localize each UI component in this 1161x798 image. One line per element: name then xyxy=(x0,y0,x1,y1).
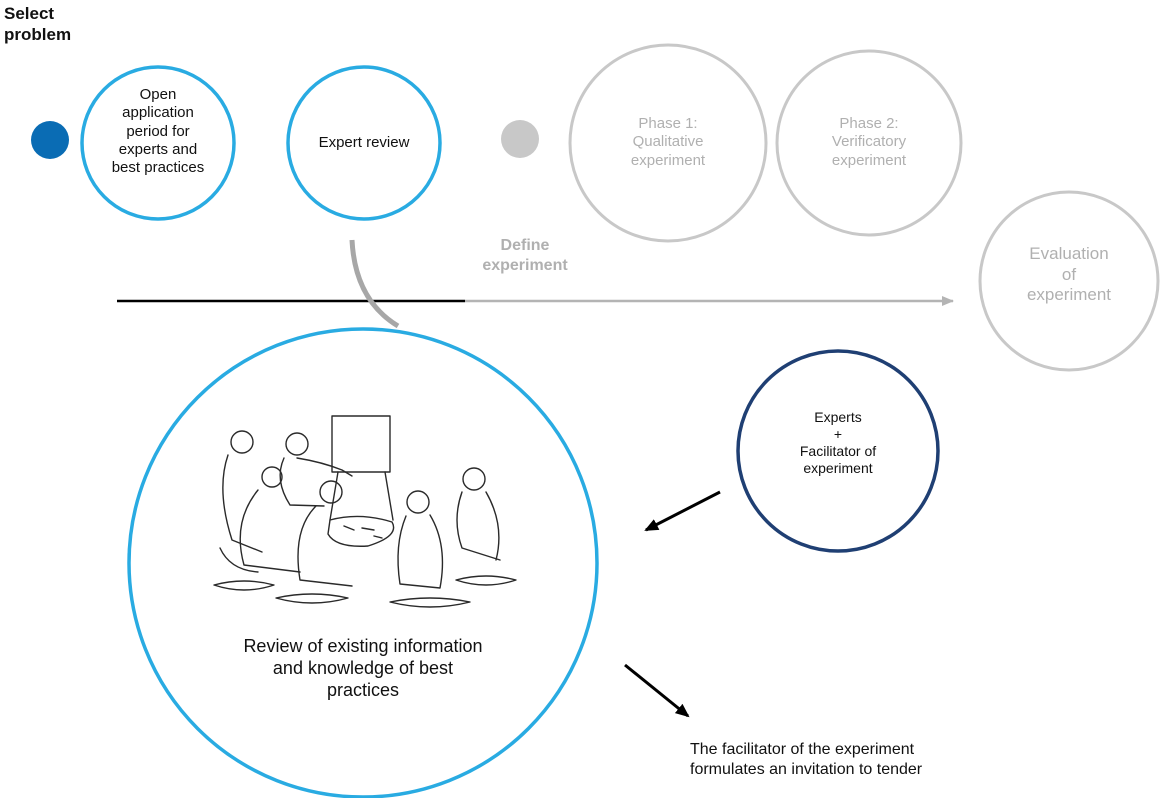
step-label-open-application: Open application period for experts and … xyxy=(111,86,205,177)
evaluation-circle xyxy=(978,190,1160,372)
experts-circle xyxy=(736,349,940,553)
step-circle-expert-review xyxy=(286,65,442,221)
step-label-expert-review: Expert review xyxy=(318,134,410,151)
arrow-experts-to-review xyxy=(644,490,721,532)
step-circle-open-application xyxy=(80,65,236,221)
review-circle xyxy=(127,327,599,798)
facilitator-note: The facilitator of the experiment formul… xyxy=(690,741,923,778)
experts-label: Experts + Facilitator of experiment xyxy=(799,409,877,477)
step-label-phase-2: Phase 2: Verificatory experiment xyxy=(831,115,907,169)
step-circle-phase-2 xyxy=(775,49,963,237)
define-dot xyxy=(501,120,539,158)
connector-expert-review xyxy=(349,239,400,329)
step-label-phase-1: Phase 1: Qualitative experiment xyxy=(630,115,706,169)
select-problem-label: Select problem xyxy=(4,4,72,44)
meeting-people-sketch-icon xyxy=(213,415,517,608)
start-dot xyxy=(31,121,69,159)
arrow-review-to-tender xyxy=(624,663,690,718)
review-label: Review of existing information and knowl… xyxy=(243,636,483,700)
step-circle-phase-1 xyxy=(568,43,768,243)
define-experiment-label: Define experiment xyxy=(482,237,568,274)
evaluation-label: Evaluation of experiment xyxy=(1026,244,1112,305)
